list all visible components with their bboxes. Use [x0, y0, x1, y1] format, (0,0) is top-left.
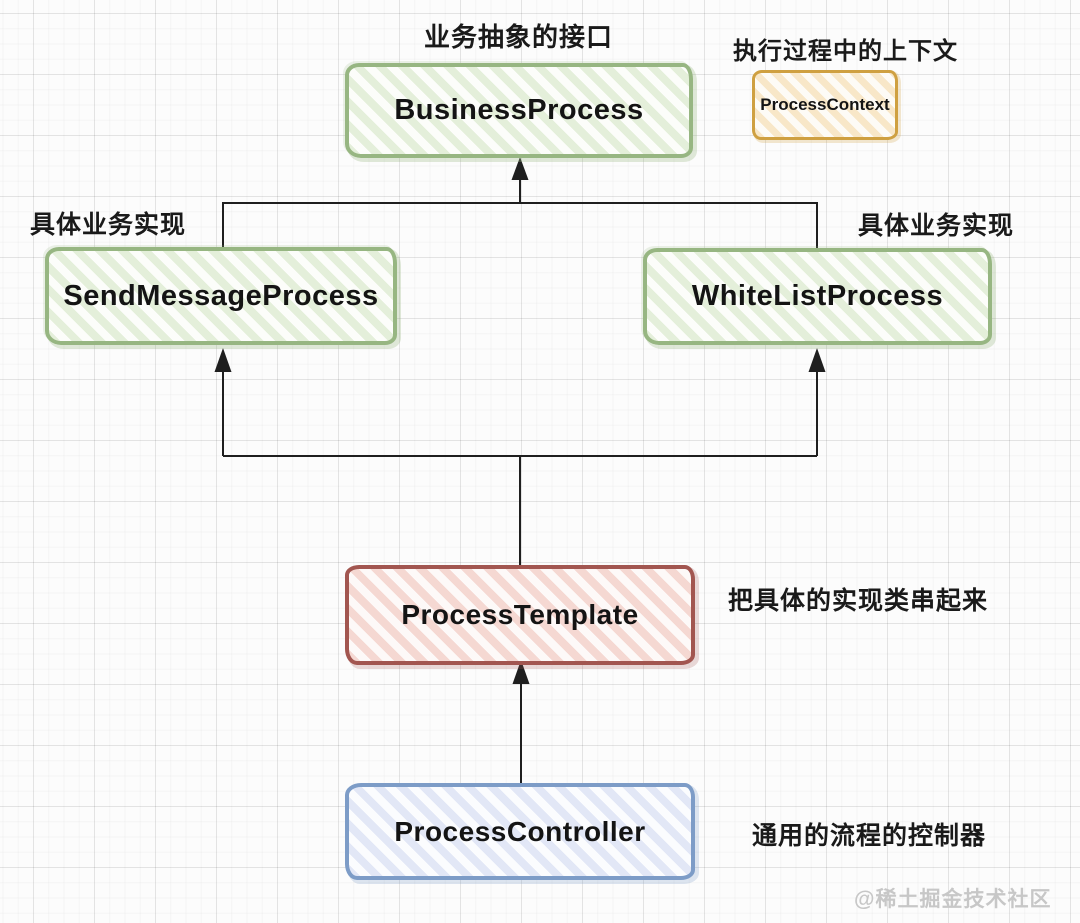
annotation-impl-right: 具体业务实现 — [858, 212, 1015, 240]
node-send-message-process: SendMessageProcess — [45, 247, 397, 345]
arrowhead-sendmessage — [214, 348, 232, 372]
arrowhead-template — [512, 660, 530, 684]
node-process-template: ProcessTemplate — [345, 565, 695, 665]
node-process-context: ProcessContext — [752, 70, 898, 140]
node-business-process: BusinessProcess — [345, 63, 693, 158]
arrowhead-whitelist — [808, 348, 826, 372]
annotation-impl-left: 具体业务实现 — [30, 211, 187, 239]
annotation-template: 把具体的实现类串起来 — [728, 587, 989, 615]
watermark: @稀土掘金技术社区 — [854, 888, 1052, 911]
annotation-controller: 通用的流程的控制器 — [752, 822, 987, 850]
annotation-business-interface: 业务抽象的接口 — [424, 22, 614, 52]
edge-children-to-business-bar — [222, 202, 818, 249]
annotation-process-context: 执行过程中的上下文 — [733, 38, 958, 65]
arrowhead-business — [511, 157, 529, 180]
node-white-list-process: WhiteListProcess — [643, 248, 992, 345]
node-process-controller: ProcessController — [345, 783, 695, 880]
